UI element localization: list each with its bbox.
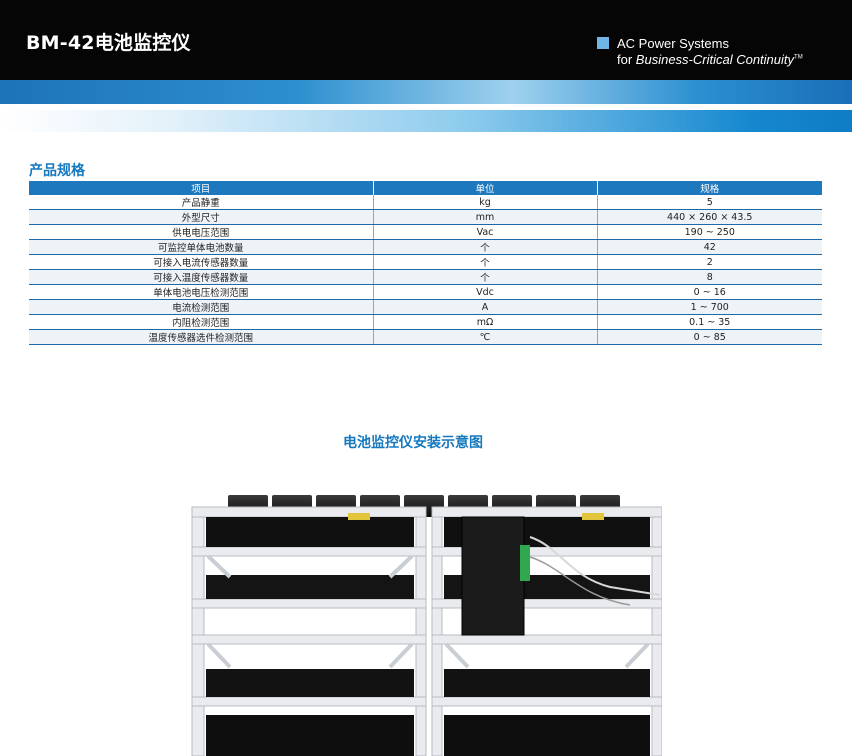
battery-rack-photo (190, 487, 662, 756)
cell-unit: mm (373, 209, 598, 225)
cell-spec: 0 ~ 16 (597, 284, 822, 300)
product-title: BM-42电池监控仪 (26, 32, 191, 54)
decorative-band-bottom (0, 110, 852, 132)
column-header-item: 项目 (29, 181, 374, 195)
cell-unit: kg (373, 195, 598, 210)
table-row: 内阻检测范围 mΩ 0.1 ~ 35 (29, 314, 822, 330)
brand-line-2: for Business-Critical ContinuityTM (617, 52, 803, 67)
decorative-band-gap (0, 104, 852, 110)
cell-unit: 个 (373, 254, 598, 270)
table-row: 外型尺寸 mm 440 × 260 × 43.5 (29, 209, 822, 225)
spec-section-title: 产品规格 (29, 163, 85, 179)
monitor-unit (461, 516, 525, 636)
cell-item: 供电电压范围 (29, 224, 374, 240)
cell-item: 产品静重 (29, 195, 374, 210)
cell-spec: 0.1 ~ 35 (597, 314, 822, 330)
table-row: 可接入温度传感器数量 个 8 (29, 269, 822, 285)
cell-spec: 8 (597, 269, 822, 285)
table-row: 单体电池电压检测范围 Vdc 0 ~ 16 (29, 284, 822, 300)
rack-brace (206, 554, 650, 669)
column-header-unit: 单位 (373, 181, 598, 195)
cell-spec: 0 ~ 85 (597, 329, 822, 345)
decorative-band-top (0, 80, 852, 104)
cell-unit: A (373, 299, 598, 315)
brand-line-2-prefix: for (617, 52, 636, 67)
trademark-mark: TM (794, 54, 803, 61)
table-row: 产品静重 kg 5 (29, 195, 822, 210)
brand-square-icon (597, 37, 609, 49)
cell-spec: 440 × 260 × 43.5 (597, 209, 822, 225)
cell-unit: 个 (373, 269, 598, 285)
brand-line-1: AC Power Systems (617, 36, 729, 51)
cell-item: 外型尺寸 (29, 209, 374, 225)
cell-item: 温度传感器选件检测范围 (29, 329, 374, 345)
cell-item: 单体电池电压检测范围 (29, 284, 374, 300)
brand-line-2-italic: Business-Critical Continuity (635, 52, 795, 67)
page-header: BM-42电池监控仪 AC Power Systems for Business… (0, 0, 852, 80)
cell-spec: 42 (597, 239, 822, 255)
table-row: 温度传感器选件检测范围 ℃ 0 ~ 85 (29, 329, 822, 345)
cell-unit: Vac (373, 224, 598, 240)
column-header-spec: 规格 (597, 181, 822, 195)
cell-unit: ℃ (373, 329, 598, 345)
cell-item: 可接入电流传感器数量 (29, 254, 374, 270)
cell-spec: 1 ~ 700 (597, 299, 822, 315)
cell-spec: 5 (597, 195, 822, 210)
spec-table-header: 项目 单位 规格 (29, 181, 822, 195)
cell-item: 可接入温度传感器数量 (29, 269, 374, 285)
table-row: 可接入电流传感器数量 个 2 (29, 254, 822, 270)
table-row: 可监控单体电池数量 个 42 (29, 239, 822, 255)
table-row: 电流检测范围 A 1 ~ 700 (29, 299, 822, 315)
cell-spec: 2 (597, 254, 822, 270)
table-row: 供电电压范围 Vac 190 ~ 250 (29, 224, 822, 240)
cell-unit: 个 (373, 239, 598, 255)
cell-item: 内阻检测范围 (29, 314, 374, 330)
cell-item: 电流检测范围 (29, 299, 374, 315)
figure-title: 电池监控仪安装示意图 (343, 435, 483, 451)
cell-unit: mΩ (373, 314, 598, 330)
cell-item: 可监控单体电池数量 (29, 239, 374, 255)
spec-table: 项目 单位 规格 产品静重 kg 5 外型尺寸 mm 440 × 260 × 4… (29, 181, 822, 345)
cell-unit: Vdc (373, 284, 598, 300)
cell-spec: 190 ~ 250 (597, 224, 822, 240)
